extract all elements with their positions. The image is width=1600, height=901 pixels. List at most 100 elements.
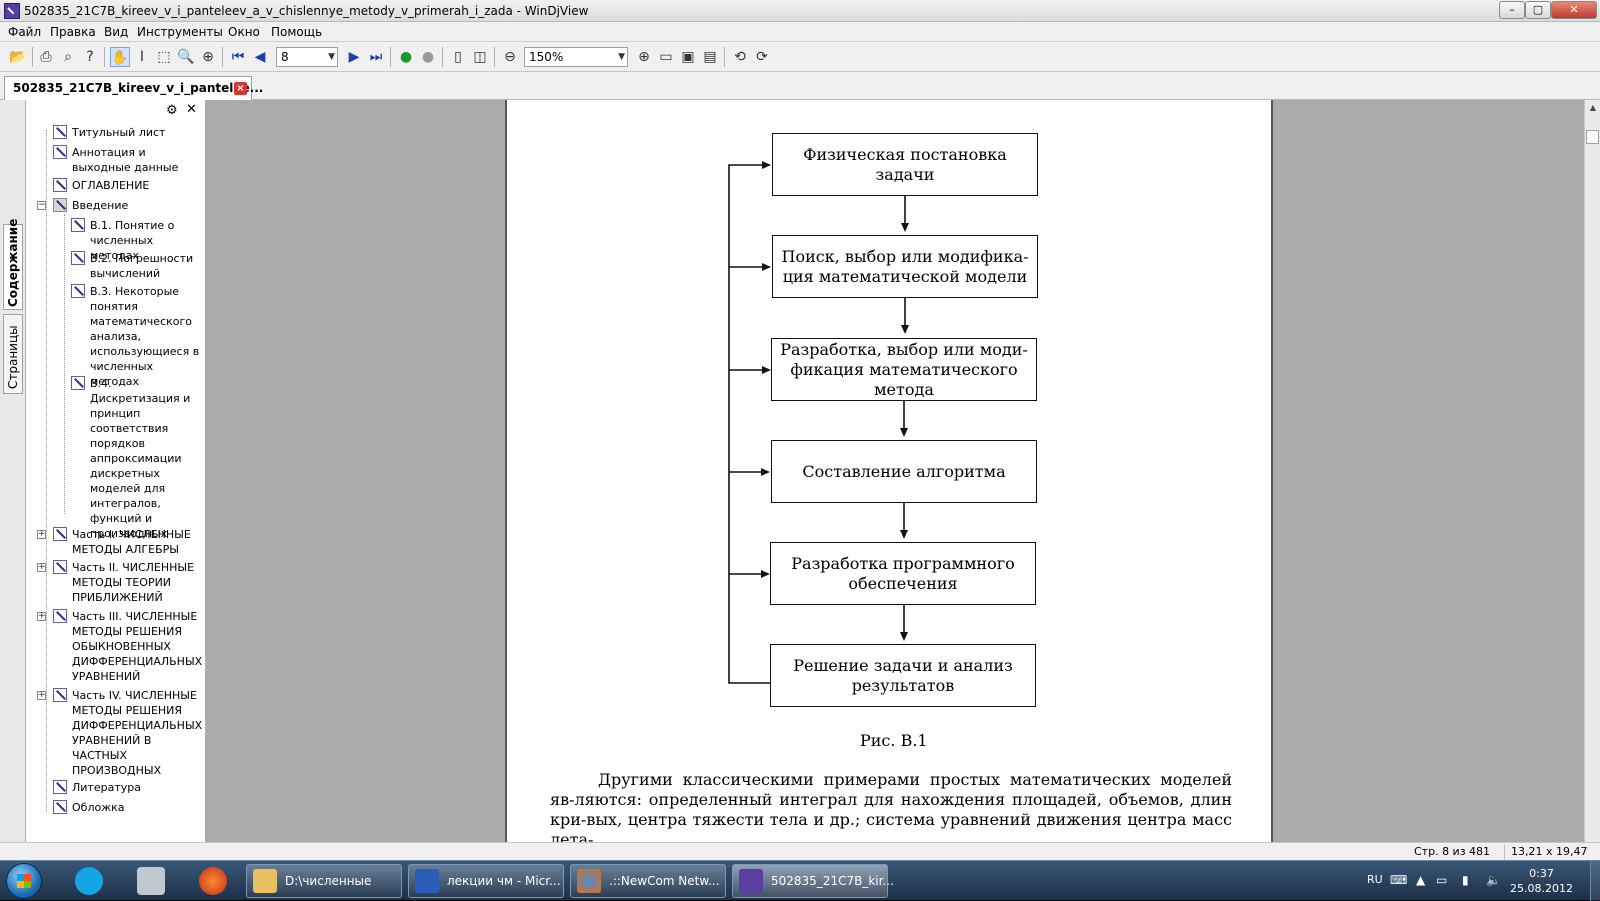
tree-line: [46, 130, 47, 812]
toc-item[interactable]: Обложка: [72, 801, 125, 814]
show-hidden-icons-icon[interactable]: ▲: [1416, 873, 1426, 887]
menu-edit[interactable]: Правка: [50, 25, 96, 39]
zoom-value: 150%: [529, 50, 564, 64]
toc-item[interactable]: Часть II. ЧИСЛЕННЫЕ МЕТОДЫ ТЕОРИИ ПРИБЛИ…: [72, 561, 195, 604]
minimize-button[interactable]: –: [1499, 1, 1525, 19]
print-icon[interactable]: ⎙: [40, 49, 52, 65]
page-bookmark-icon: [53, 800, 67, 814]
toc-item[interactable]: ОГЛАВЛЕНИЕ: [72, 179, 150, 192]
arrowhead: [762, 161, 771, 169]
zoom-out-icon[interactable]: ⊖: [504, 49, 516, 65]
toc-item[interactable]: В.3. Некоторые понятия математического а…: [90, 285, 200, 388]
zoom-rect-icon[interactable]: ⊕: [202, 49, 214, 65]
vertical-scrollbar[interactable]: ▲: [1584, 100, 1600, 842]
two-page-icon[interactable]: ◫: [473, 49, 487, 65]
select-rect-icon[interactable]: ⬚: [157, 49, 171, 65]
battery-icon[interactable]: ▮: [1462, 873, 1469, 887]
scroll-up-icon[interactable]: ▲: [1589, 103, 1597, 112]
keyboard-icon[interactable]: ⌨: [1390, 873, 1408, 887]
toc-item[interactable]: В.4. Дискретизация и принцип соответстви…: [90, 377, 191, 540]
close-button[interactable]: ✕: [1551, 1, 1597, 19]
tab-pages[interactable]: Страницы: [3, 314, 23, 394]
app-pinned[interactable]: [188, 864, 238, 898]
toc-item[interactable]: Часть III. ЧИСЛЕННЫЕ МЕТОДЫ РЕШЕНИЯ ОБЫК…: [72, 610, 203, 683]
skype-pinned[interactable]: [64, 864, 114, 898]
start-button[interactable]: [6, 863, 42, 899]
toc-item[interactable]: Аннотация и выходные данные: [72, 146, 179, 174]
status-bar: Стр. 8 из 481 13,21 x 19,47 см: [0, 842, 1600, 871]
page-bookmark-icon: [53, 125, 67, 139]
toolbar-separator: [222, 47, 223, 67]
clock[interactable]: 0:37 25.08.2012: [1510, 866, 1573, 896]
previous-page-icon[interactable]: ◀: [254, 49, 266, 65]
page-bookmark-icon: [53, 560, 67, 574]
show-desktop-button[interactable]: [1590, 861, 1600, 901]
toc-item[interactable]: Титульный лист: [72, 126, 166, 139]
tab-contents[interactable]: Содержание: [3, 219, 23, 310]
rotate-left-icon[interactable]: ⟲: [734, 49, 746, 65]
volume-icon[interactable]: 🔈: [1486, 873, 1501, 887]
history-back-icon[interactable]: ●: [399, 49, 413, 65]
menu-file[interactable]: Файл: [8, 25, 42, 39]
toc-item[interactable]: В.2. Погрешности вычислений: [90, 252, 194, 280]
toc-item[interactable]: В.1. Понятие о численных методах: [90, 219, 175, 262]
toc-item[interactable]: Часть IV. ЧИСЛЕННЫЕ МЕТОДЫ РЕШЕНИЯ ДИФФЕ…: [72, 689, 203, 777]
menu-view[interactable]: Вид: [104, 25, 129, 39]
toolbar-separator: [32, 47, 33, 67]
app-pinned[interactable]: [126, 864, 176, 898]
taskbar-button-word[interactable]: лекции чм - Micr...: [408, 864, 564, 898]
scrollbar-thumb[interactable]: [1586, 130, 1599, 144]
next-page-icon[interactable]: ▶: [348, 49, 360, 65]
actual-size-icon[interactable]: ▭: [659, 49, 673, 65]
history-forward-icon[interactable]: ●: [421, 49, 435, 65]
expand-icon[interactable]: +: [37, 690, 46, 700]
first-page-icon[interactable]: ⏮: [231, 49, 245, 65]
single-page-icon[interactable]: ▯: [454, 49, 462, 65]
collapse-icon[interactable]: −: [37, 200, 46, 210]
menu-help[interactable]: Помощь: [271, 25, 323, 39]
taskbar-button-firefox[interactable]: .::NewCom Netw...: [570, 864, 726, 898]
toc-item[interactable]: Литература: [72, 781, 141, 794]
taskbar-button-explorer[interactable]: D:\численные: [246, 864, 402, 898]
maximize-button[interactable]: ▢: [1525, 1, 1551, 19]
close-tab-icon[interactable]: ×: [234, 82, 247, 95]
close-icon[interactable]: ✕: [186, 102, 197, 117]
expand-icon[interactable]: +: [37, 611, 46, 621]
arrowhead: [900, 428, 908, 437]
expand-icon[interactable]: +: [37, 562, 46, 572]
windjview-app-icon[interactable]: [4, 3, 20, 19]
rotate-right-icon[interactable]: ⟳: [756, 49, 768, 65]
open-folder-icon[interactable]: 📂: [9, 49, 27, 65]
expand-icon[interactable]: +: [37, 529, 46, 539]
page-bookmark-icon: [53, 688, 67, 702]
select-text-icon[interactable]: I: [139, 49, 145, 65]
menu-tools[interactable]: Инструменты: [137, 25, 223, 39]
last-page-icon[interactable]: ⏭: [369, 49, 383, 65]
toc-item[interactable]: Введение: [72, 199, 129, 212]
document-page: Физическая постановка задачи Поиск, выбо…: [505, 100, 1273, 842]
find-binoculars-icon[interactable]: ⌕: [64, 49, 72, 65]
arrowhead: [900, 632, 908, 641]
zoom-tool-icon[interactable]: 🔍: [177, 49, 195, 65]
page-bookmark-icon: [53, 609, 67, 623]
fit-width-icon[interactable]: ▤: [703, 49, 717, 65]
hand-tool-icon[interactable]: ✋: [110, 47, 130, 67]
document-tabs: 502835_21C7B_kireev_v_i_panteleе... ×: [0, 72, 1600, 100]
page-number-select[interactable]: 8 ▼: [276, 47, 338, 67]
menu-window[interactable]: Окно: [228, 25, 260, 39]
taskbar-button-windjview[interactable]: 502835_21C7B_kir...: [732, 864, 894, 898]
gear-icon[interactable]: ⚙: [166, 103, 178, 118]
arrowhead: [761, 570, 770, 578]
language-indicator[interactable]: RU: [1367, 873, 1383, 886]
network-icon[interactable]: ▭: [1436, 873, 1448, 887]
toolbar-separator: [390, 47, 391, 67]
help-icon[interactable]: ?: [86, 49, 94, 65]
document-tab[interactable]: 502835_21C7B_kireev_v_i_panteleе... ×: [4, 76, 263, 100]
toc-item[interactable]: Часть I. ЧИСЛЕННЫЕ МЕТОДЫ АЛГЕБРЫ: [72, 528, 191, 556]
zoom-select[interactable]: 150% ▼: [524, 47, 628, 67]
zoom-in-icon[interactable]: ⊕: [638, 49, 650, 65]
fit-page-icon[interactable]: ▣: [681, 49, 695, 65]
toolbar-separator: [442, 47, 443, 67]
document-view[interactable]: Физическая постановка задачи Поиск, выбо…: [206, 100, 1584, 842]
